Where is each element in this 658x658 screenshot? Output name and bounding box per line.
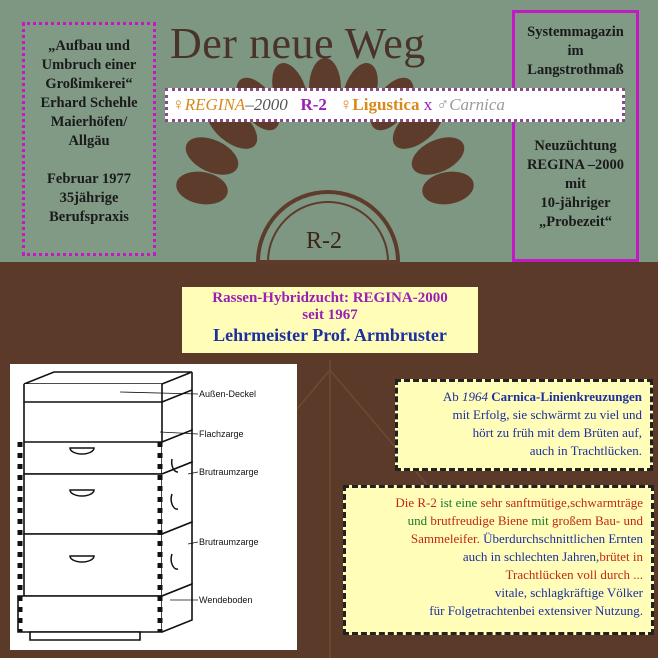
author-line: Maierhöfen/: [50, 114, 128, 130]
teacher-line: Lehrmeister Prof. Armbruster: [213, 325, 447, 345]
label-flat-box: Flachzarge: [199, 429, 244, 439]
breeding-line: REGINA –2000: [526, 157, 625, 173]
date-line: 35jährige: [59, 190, 119, 206]
year-text: –2000: [245, 95, 288, 114]
history-line: auch in Trachtlücken.: [529, 443, 642, 458]
desc-vital: vitale, schlagkräftige Völker: [494, 585, 643, 600]
r2-text: R-2: [300, 95, 327, 114]
hive-diagram: Außen-Deckel Flachzarge Brutraumzarge Br…: [10, 364, 297, 650]
label-brood-box-1: Brutraumzarge: [199, 467, 259, 477]
author-line: Großimkerei“: [45, 76, 133, 92]
r2-description-box: Die R-2 ist eine sehr sanftmütige,schwar…: [343, 485, 654, 635]
system-line: Langstrothmaß: [527, 62, 624, 78]
since-line: seit 1967: [302, 307, 358, 323]
system-line: Systemmagazin: [527, 24, 624, 40]
year-1964: 1964: [462, 389, 489, 404]
system-line: im: [567, 43, 584, 59]
system-info-box: Systemmagazin im Langstrothmaß Neuzüchtu…: [512, 10, 639, 262]
desc-breed: brütet in: [599, 549, 643, 564]
author-line: Erhard Schehle: [40, 95, 138, 111]
cross-text: x: [423, 95, 433, 114]
date-line: Berufspraxis: [49, 209, 129, 225]
carnica-text: Carnica: [449, 95, 505, 114]
desc-yield: Überdurchschnittlichen Ernten: [479, 531, 643, 546]
desc-text: auch in schlechten Jahren,: [462, 549, 600, 564]
emblem-label: R-2: [306, 228, 342, 254]
author-info-box: „Aufbau und Umbruch einer Großimkerei“ E…: [22, 22, 156, 256]
ligustica-text: Ligustica: [352, 95, 420, 114]
desc-text: Die: [395, 495, 418, 510]
desc-brood: brutfreudige Biene: [430, 513, 529, 528]
label-bottom-board: Wendeboden: [199, 595, 252, 605]
breed-banner: ♀REGINA–2000 R-2 ♀Ligustica x ♂Carnica: [165, 88, 625, 122]
breeding-line: „Probezeit“: [538, 214, 612, 230]
hybrid-line: Rassen-Hybridzucht: REGINA-2000: [212, 290, 448, 306]
desc-gaps: Trachtlücken voll durch ...: [505, 567, 643, 582]
desc-collect: Sammeleifer.: [410, 531, 480, 546]
male-symbol: ♂: [436, 95, 450, 114]
author-line: Umbruch einer: [41, 57, 137, 73]
author-line: Allgäu: [68, 133, 110, 149]
female-symbol: ♀: [172, 95, 185, 114]
hybrid-breeding-box: Rassen-Hybridzucht: REGINA-2000 seit 196…: [182, 287, 478, 353]
carnica-cross-text: Carnica-Linienkreuzungen: [488, 389, 642, 404]
desc-text: und: [407, 513, 431, 528]
breeding-line: 10-jähriger: [540, 195, 611, 211]
label-brood-box-2: Brutraumzarge: [199, 537, 259, 547]
desc-text: ist eine: [436, 495, 481, 510]
desc-gentle: sehr sanftmütige,schwarmträge: [480, 495, 643, 510]
history-line: hört zu früh mit dem Brüten auf,: [472, 425, 642, 440]
desc-text: mit: [528, 513, 553, 528]
author-line: „Aufbau und: [48, 38, 130, 54]
carnica-history-box: Ab 1964 Carnica-Linienkreuzungen mit Erf…: [395, 379, 653, 471]
breeding-line: Neuzüchtung: [534, 138, 617, 154]
cover-title: Der neue Weg: [170, 19, 426, 68]
desc-followup: für Folgetrachtenbei extensiver Nutzung.: [429, 603, 643, 618]
label-outer-lid: Außen-Deckel: [199, 389, 256, 399]
female-symbol-2: ♀: [339, 95, 353, 114]
desc-r2: R-2: [417, 495, 437, 510]
history-line: mit Erfolg, sie schwärmt zu viel und: [452, 407, 642, 422]
ab-text: Ab: [442, 389, 463, 404]
desc-build: großem Bau- und: [552, 513, 643, 528]
hive-drawing: Außen-Deckel Flachzarge Brutraumzarge Br…: [17, 371, 259, 641]
breeding-line: mit: [565, 176, 586, 192]
regina-text: REGINA: [184, 95, 246, 114]
date-line: Februar 1977: [47, 171, 131, 187]
